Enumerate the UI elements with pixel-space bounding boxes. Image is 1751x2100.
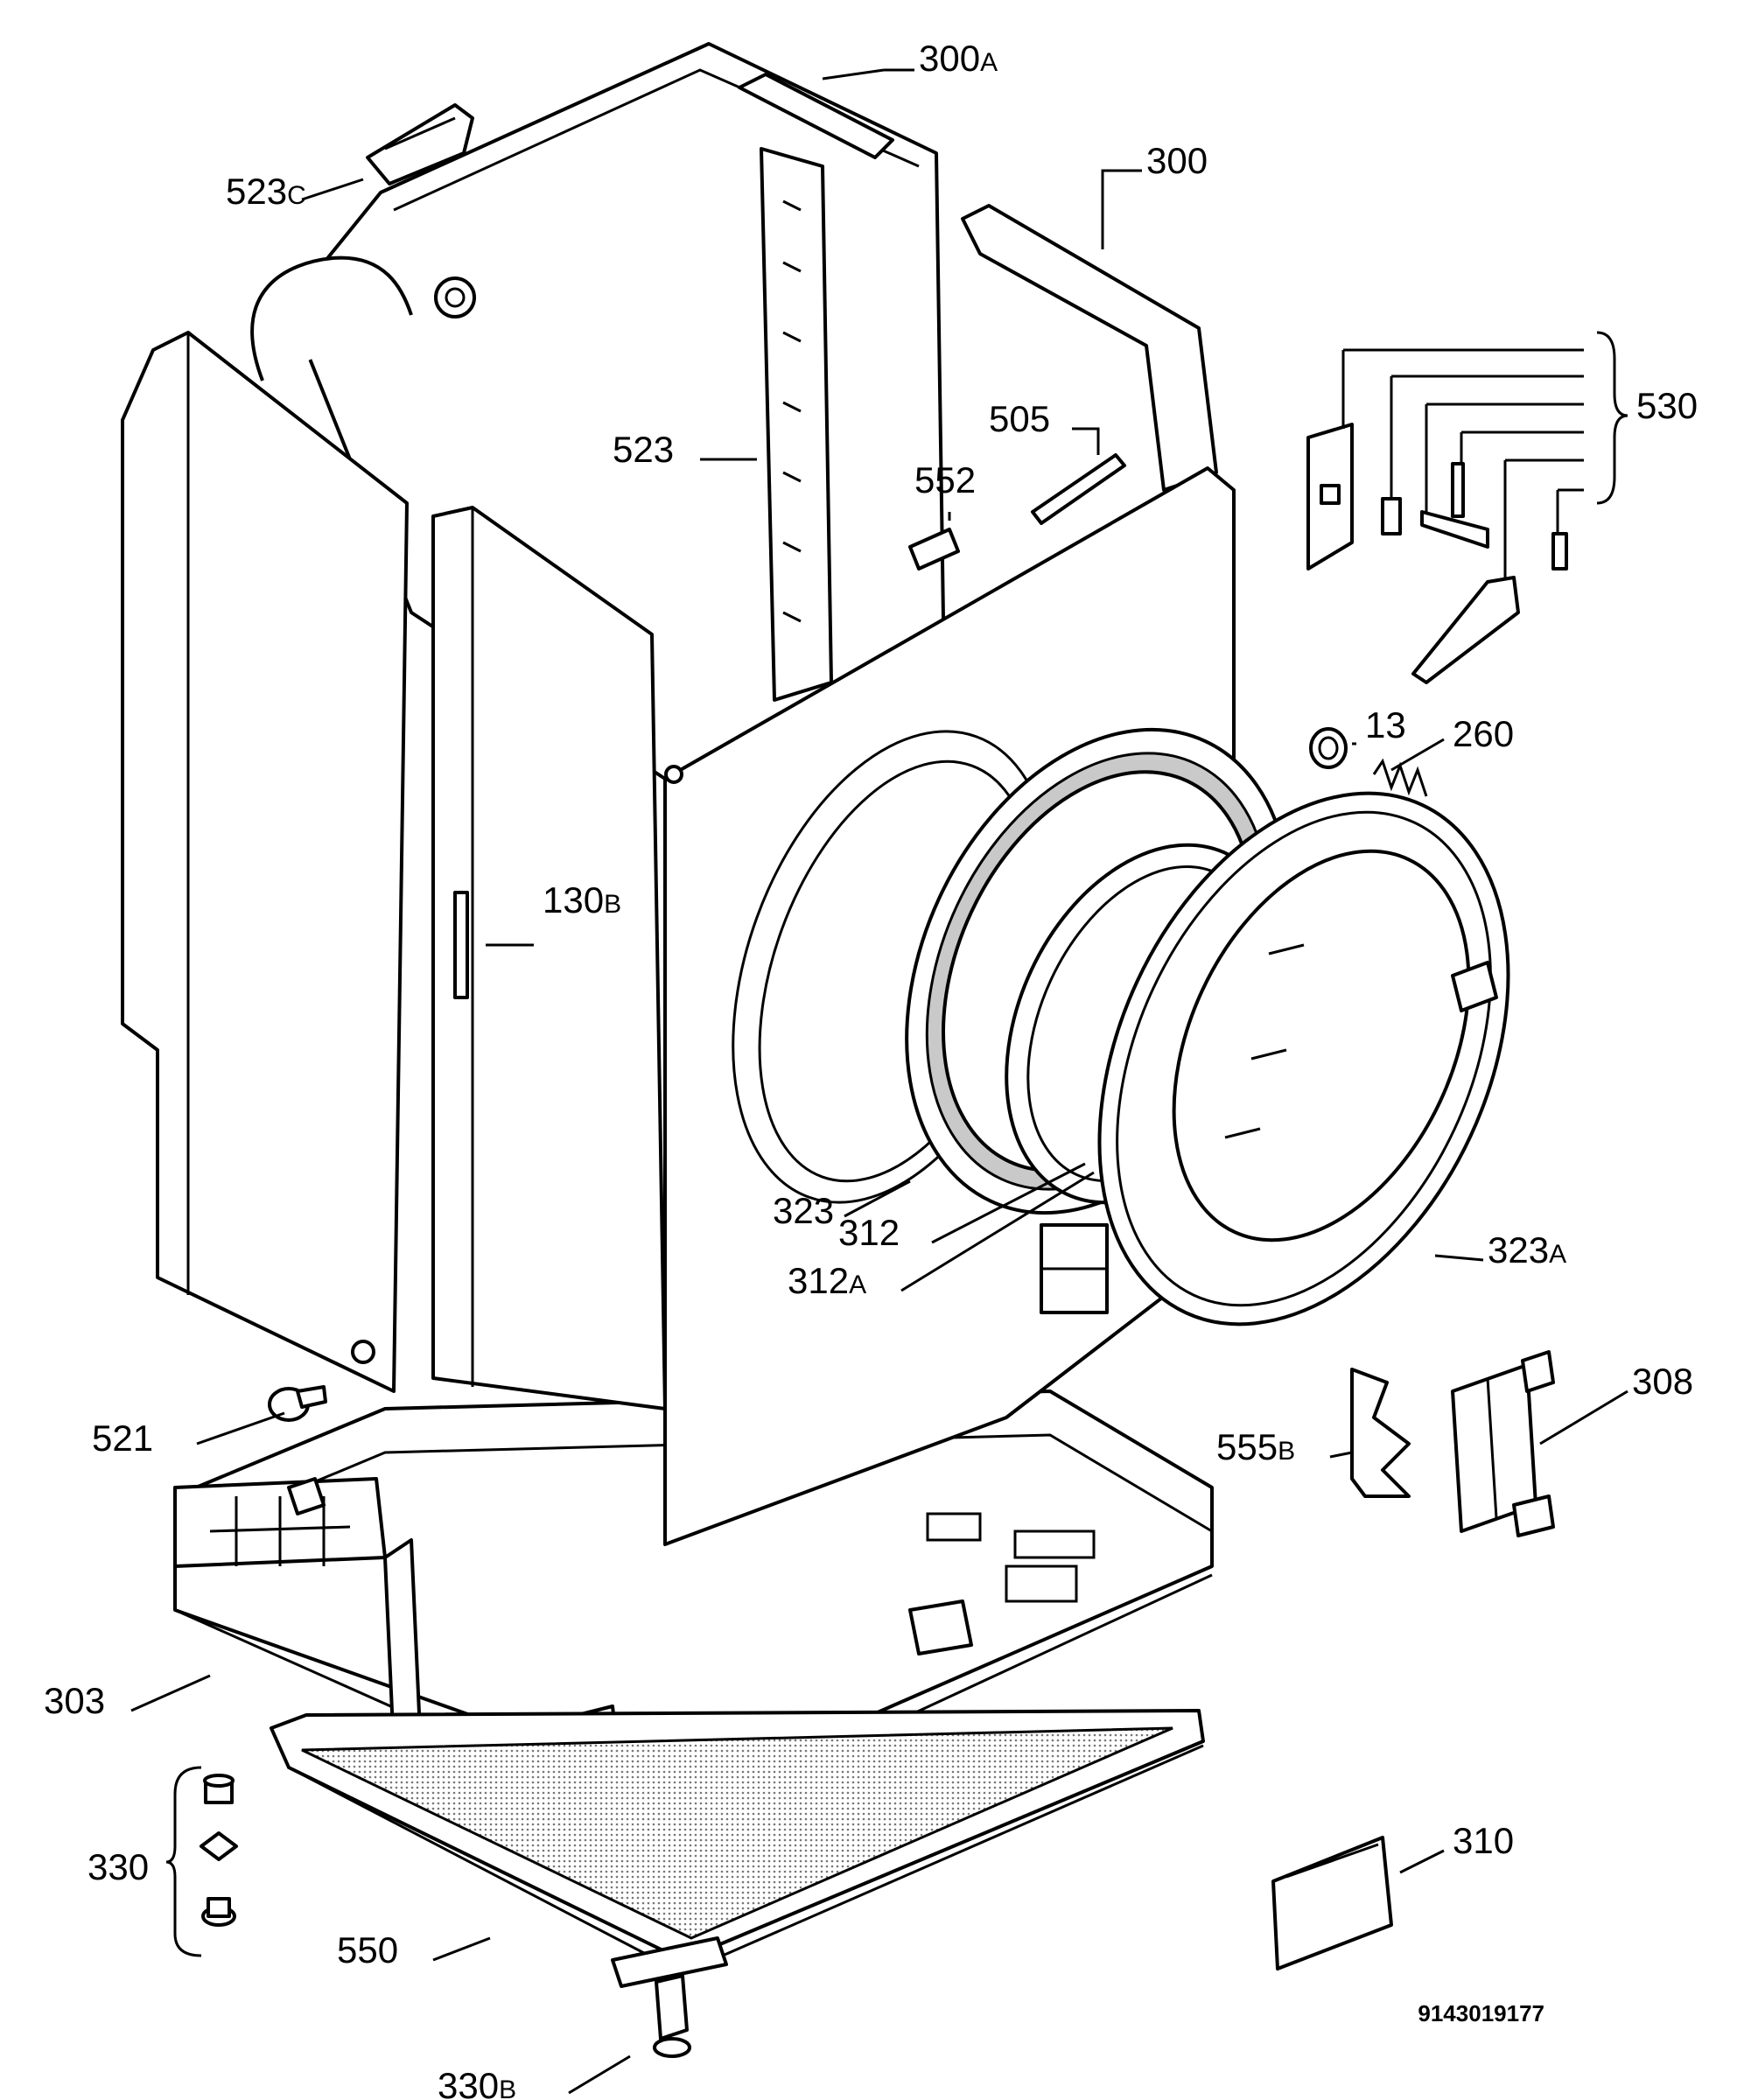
door-part-323A [1097, 791, 1510, 1326]
adjustable-foot-part-330B [611, 1936, 728, 2058]
part-label-number: 300 [1146, 140, 1208, 181]
part-label-number: 300 [919, 38, 980, 79]
part-label-number: 303 [44, 1680, 105, 1721]
part-label-330b: 330B [438, 2065, 516, 2100]
part-label-303: 303 [44, 1680, 105, 1721]
handle-assembly-part-530 [1306, 331, 1628, 684]
part-label-number: 330 [88, 1846, 149, 1887]
rod-part-505 [1031, 453, 1126, 525]
part-label-number: 13 [1365, 704, 1406, 746]
part-label-number: 323 [1488, 1229, 1549, 1270]
part-label-555b: 555B [1216, 1426, 1295, 1467]
part-label-312: 312 [838, 1212, 900, 1253]
part-label-130b: 130B [543, 879, 621, 920]
part-label-suffix: B [499, 2076, 516, 2100]
part-label-suffix: B [604, 890, 621, 919]
lever-part-555B [1350, 1368, 1411, 1498]
part-label-523: 523 [613, 429, 674, 470]
part-label-number: 523 [226, 171, 287, 212]
bushing-part-13 [1309, 727, 1348, 769]
part-label-suffix: A [849, 1270, 866, 1299]
part-label-number: 505 [989, 398, 1050, 439]
door-hinge-part-308 [1451, 1350, 1555, 1537]
part-label-number: 523 [613, 429, 674, 470]
part-label-308: 308 [1632, 1361, 1693, 1402]
part-label-number: 550 [337, 1929, 398, 1970]
part-label-suffix: A [1549, 1240, 1566, 1269]
part-label-number: 310 [1453, 1820, 1514, 1861]
part-label-330: 330 [88, 1846, 149, 1887]
catalog-number: 9143019177 [1418, 2000, 1544, 2026]
part-label-300a: 300A [919, 38, 998, 79]
clip-part-552 [908, 528, 960, 570]
part-label-552: 552 [914, 459, 976, 500]
part-label-530: 530 [1636, 385, 1698, 426]
part-label-number: 521 [92, 1418, 153, 1459]
part-label-505: 505 [989, 398, 1050, 439]
part-label-number: 323 [773, 1190, 834, 1231]
part-label-260: 260 [1453, 713, 1514, 754]
bracket-part-523C [366, 103, 474, 186]
part-label-323: 323 [773, 1190, 834, 1231]
spring-part-260 [1372, 758, 1428, 797]
part-label-number: 130 [543, 879, 604, 920]
cover-part-310 [1271, 1836, 1393, 1970]
part-label-suffix: B [1278, 1437, 1295, 1466]
part-label-number: 530 [1636, 385, 1698, 426]
part-label-suffix: A [980, 48, 998, 77]
part-label-number: 555 [1216, 1426, 1278, 1467]
part-label-number: 330 [438, 2065, 499, 2100]
base-frame-part-303 [173, 1390, 1214, 1830]
leader-lines [130, 68, 1628, 2095]
part-label-number: 552 [914, 459, 976, 500]
part-label-521: 521 [92, 1418, 153, 1459]
part-label-number: 312 [788, 1260, 849, 1301]
part-label-number: 260 [1453, 713, 1514, 754]
foot-hardware-part-330 [200, 1774, 238, 1927]
part-label-312a: 312A [788, 1260, 866, 1301]
part-label-number: 308 [1632, 1361, 1693, 1402]
part-label-323a: 323A [1488, 1229, 1566, 1270]
part-label-suffix: C [287, 181, 306, 210]
part-label-number: 312 [838, 1212, 900, 1253]
part-label-300: 300 [1146, 140, 1208, 181]
part-label-13: 13 [1365, 704, 1406, 746]
part-label-310: 310 [1453, 1820, 1514, 1861]
part-label-523c: 523C [226, 171, 306, 212]
bottom-plate-part-550 [270, 1709, 1205, 1975]
part-label-550: 550 [337, 1929, 398, 1970]
screw-part-521 [268, 1385, 327, 1422]
